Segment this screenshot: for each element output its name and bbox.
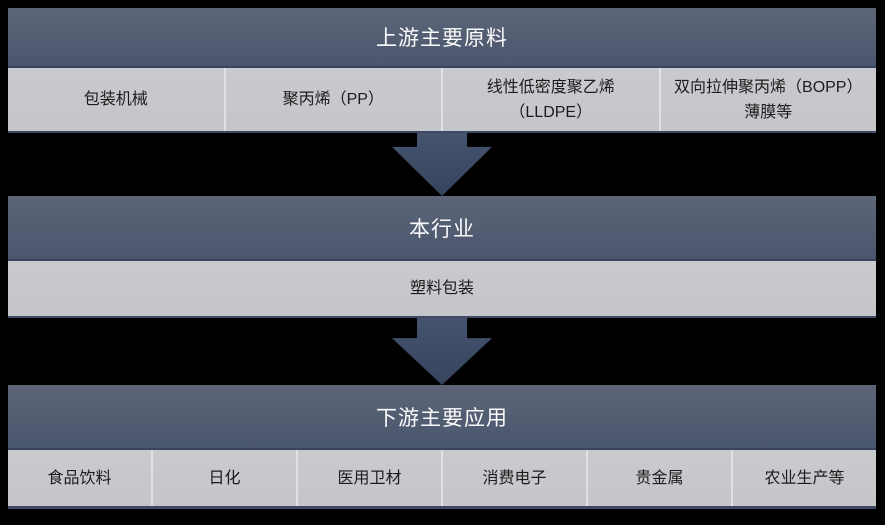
upstream-cell-pp: 聚丙烯（PP） [223,68,442,131]
down-arrow-icon [392,318,492,385]
industry-cells-row: 塑料包装 [8,261,876,318]
upstream-cells-row: 包装机械 聚丙烯（PP） 线性低密度聚乙烯（LLDPE） 双向拉伸聚丙烯（BOP… [8,68,876,133]
flow-gap-2 [8,318,876,385]
downstream-cell-agriculture: 农业生产等 [731,450,876,506]
section-header-industry: 本行业 [8,196,876,261]
industry-cell-plastic-packaging: 塑料包装 [409,280,474,297]
section-header-upstream: 上游主要原料 [8,8,876,68]
section-title-downstream: 下游主要应用 [376,406,508,430]
upstream-cell-packaging-machinery: 包装机械 [83,91,148,108]
upstream-cell-lldpe: 线性低密度聚乙烯（LLDPE） [441,68,659,131]
downstream-cells-row: 食品饮料 日化 医用卫材 消费电子 贵金属 农业生产等 [8,450,876,509]
section-header-downstream: 下游主要应用 [8,385,876,450]
downstream-cell-precious-metals: 贵金属 [586,450,731,506]
downstream-cell-food-beverage: 食品饮料 [47,469,112,487]
section-title-upstream: 上游主要原料 [376,27,508,50]
downstream-cell-daily-chemical: 日化 [151,450,296,506]
industry-chain-diagram: 上游主要原料 包装机械 聚丙烯（PP） 线性低密度聚乙烯（LLDPE） 双向拉伸… [8,8,876,509]
down-arrow-icon [392,133,492,196]
upstream-cell-bopp: 双向拉伸聚丙烯（BOPP）薄膜等 [658,68,877,131]
section-title-industry: 本行业 [409,217,475,241]
flow-gap-1 [8,133,876,196]
downstream-cell-medical: 医用卫材 [296,450,441,506]
downstream-cell-consumer-electronics: 消费电子 [441,450,586,506]
